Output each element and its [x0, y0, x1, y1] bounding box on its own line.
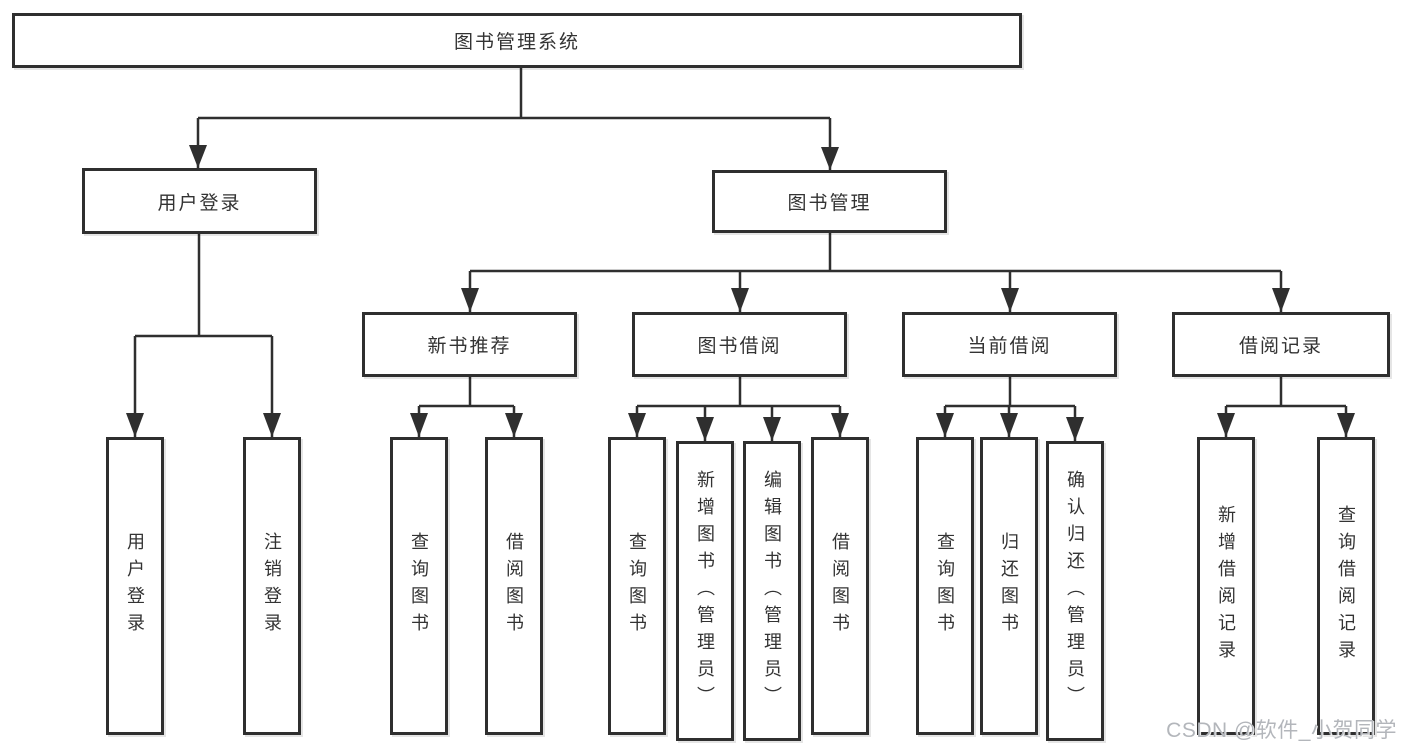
leaf-user-login: 用户登录 — [106, 437, 164, 735]
branch-book-borrowing: 图书借阅 — [632, 312, 847, 377]
branch-current-borrowing: 当前借阅 — [902, 312, 1117, 377]
branch-book-management: 图书管理 — [712, 170, 947, 233]
leaf-query-books-current: 查询图书 — [916, 437, 974, 735]
branch-user-login: 用户登录 — [82, 168, 317, 234]
leaf-edit-book-admin: 编辑图书（管理员） — [743, 441, 801, 741]
leaf-borrow-books-recommend: 借阅图书 — [485, 437, 543, 735]
leaf-query-books-borrowing: 查询图书 — [608, 437, 666, 735]
leaf-add-book-admin: 新增图书（管理员） — [676, 441, 734, 741]
leaf-borrow-books-borrowing: 借阅图书 — [811, 437, 869, 735]
leaf-logout: 注销登录 — [243, 437, 301, 735]
leaf-return-book: 归还图书 — [980, 437, 1038, 735]
leaf-query-books-recommend: 查询图书 — [390, 437, 448, 735]
node-library-system: 图书管理系统 — [12, 13, 1022, 68]
leaf-confirm-return-admin: 确认归还（管理员） — [1046, 441, 1104, 741]
branch-borrow-records: 借阅记录 — [1172, 312, 1390, 377]
csdn-watermark: CSDN @软件_小贺同学 — [1166, 719, 1397, 742]
branch-new-book-recommend: 新书推荐 — [362, 312, 577, 377]
leaf-add-borrow-record: 新增借阅记录 — [1197, 437, 1255, 735]
leaf-query-borrow-record: 查询借阅记录 — [1317, 437, 1375, 735]
